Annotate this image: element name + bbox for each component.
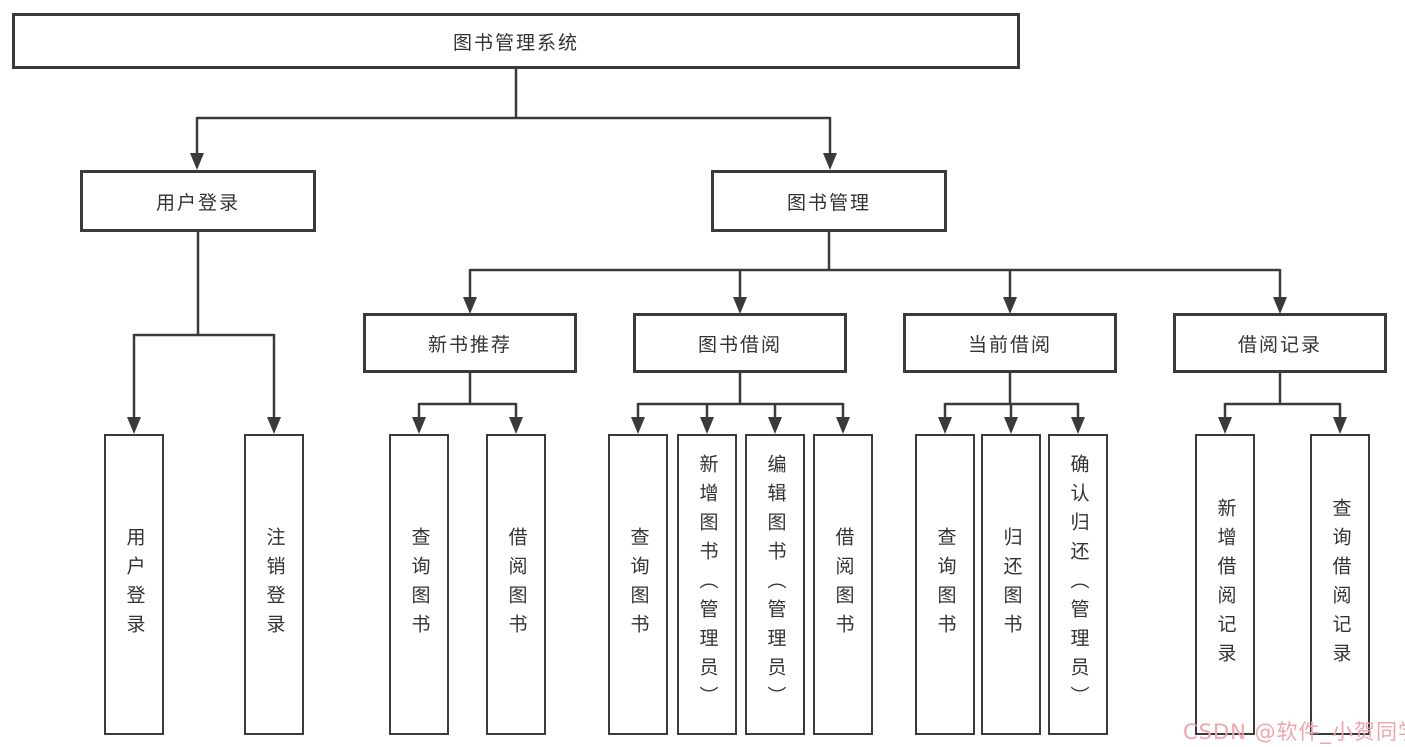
node-book-management: 图书管理	[711, 170, 947, 232]
leaf-user-login-label: 用户登录	[123, 526, 146, 643]
leaf-confirm-return-admin-label: 确认归还（管理员）	[1067, 454, 1090, 715]
leaf-query-books-borrowing-label: 查询图书	[627, 526, 650, 643]
node-user-login: 用户登录	[80, 170, 316, 232]
leaf-query-books-recommend: 查询图书	[389, 434, 449, 735]
leaf-user-login: 用户登录	[104, 434, 164, 735]
leaf-borrow-books-recommend: 借阅图书	[486, 434, 546, 735]
leaf-return-books-label: 归还图书	[1000, 526, 1023, 643]
leaf-query-books-recommend-label: 查询图书	[408, 526, 431, 643]
leaf-return-books: 归还图书	[981, 434, 1041, 735]
leaf-edit-book-admin: 编辑图书（管理员）	[745, 434, 805, 735]
leaf-borrow-books-recommend-label: 借阅图书	[505, 526, 528, 643]
node-book-borrowing: 图书借阅	[633, 313, 847, 373]
leaf-borrow-books-borrowing: 借阅图书	[813, 434, 873, 735]
leaf-edit-book-admin-label: 编辑图书（管理员）	[764, 454, 787, 715]
arrowheads	[127, 153, 1347, 434]
leaf-query-borrow-record-label: 查询借阅记录	[1329, 497, 1352, 672]
leaf-confirm-return-admin: 确认归还（管理员）	[1048, 434, 1108, 735]
leaf-query-books-current: 查询图书	[915, 434, 975, 735]
leaf-query-books-current-label: 查询图书	[934, 526, 957, 643]
csdn-watermark: CSDN @软件_小贺同学	[1183, 720, 1405, 744]
leaf-query-books-borrowing: 查询图书	[608, 434, 668, 735]
leaf-add-borrow-record-label: 新增借阅记录	[1214, 497, 1237, 672]
leaf-add-book-admin-label: 新增图书（管理员）	[696, 454, 719, 715]
leaf-logout-label: 注销登录	[263, 526, 286, 643]
node-current-borrowing: 当前借阅	[903, 313, 1117, 373]
node-borrowing-records: 借阅记录	[1173, 313, 1387, 373]
node-new-book-recommend: 新书推荐	[363, 313, 577, 373]
leaf-add-book-admin: 新增图书（管理员）	[677, 434, 737, 735]
leaf-logout: 注销登录	[244, 434, 304, 735]
leaf-borrow-books-borrowing-label: 借阅图书	[832, 526, 855, 643]
node-system-root: 图书管理系统	[12, 13, 1020, 69]
leaf-add-borrow-record: 新增借阅记录	[1195, 434, 1255, 735]
leaf-query-borrow-record: 查询借阅记录	[1310, 434, 1370, 735]
